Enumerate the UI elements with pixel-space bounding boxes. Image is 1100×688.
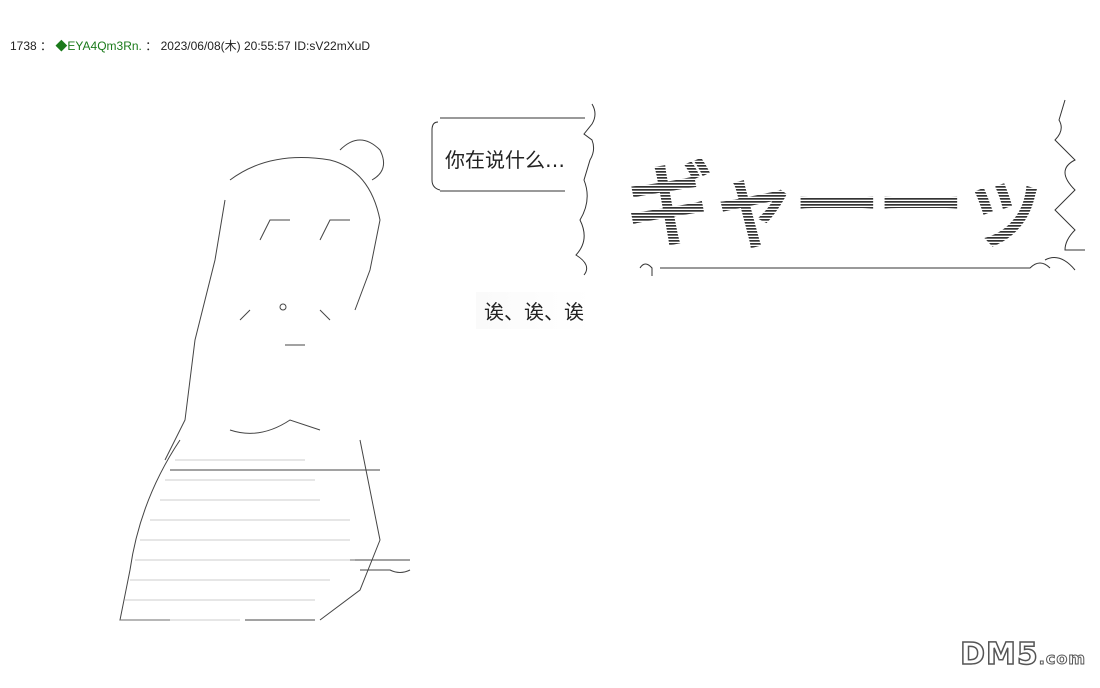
right-border xyxy=(1044,99,1085,271)
logo-main: DM5 xyxy=(959,636,1039,673)
speech-bubble-text: 你在说什么… xyxy=(445,148,565,172)
dm5-watermark-logo: DM5.com xyxy=(959,636,1086,673)
poster-id: ID:sV22mXuD xyxy=(294,39,371,53)
logo-suffix: .com xyxy=(1038,649,1086,669)
character-figure xyxy=(119,139,411,621)
poster-trip[interactable]: ◆EYA4Qm3Rn. xyxy=(55,39,142,53)
scalloped-border xyxy=(639,262,1051,276)
reply-text: 诶、诶、诶 xyxy=(476,292,592,329)
speech-bubble-outline xyxy=(431,103,596,276)
post-header: 1738 ： ◆EYA4Qm3Rn. ： 2023/06/08(木) 20:55… xyxy=(10,37,370,54)
post-datetime: 2023/06/08(木) 20:55:57 xyxy=(160,39,291,53)
separator: ： xyxy=(145,39,158,53)
post-number: 1738 xyxy=(10,39,37,53)
sound-effect-lettering: ギャーーッ xyxy=(625,153,1045,260)
separator: ： xyxy=(40,39,53,53)
shading xyxy=(120,459,355,621)
